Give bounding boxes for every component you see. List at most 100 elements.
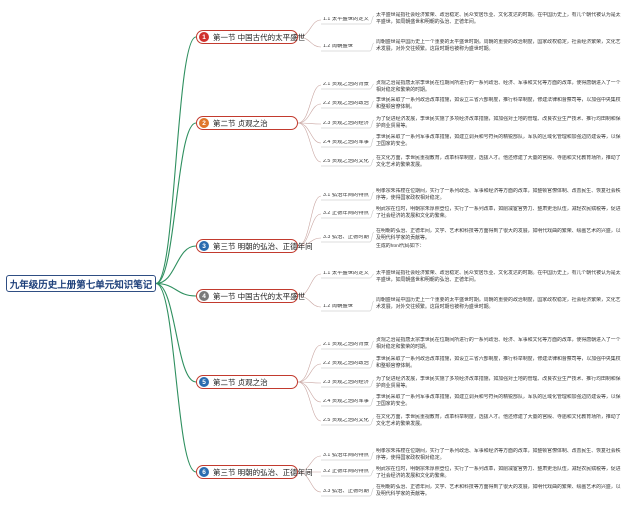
subtopic-label[interactable]: 2.1 贞观之治的背景	[323, 82, 369, 87]
subtopic-label[interactable]: 2.2 贞观之治的政治改革	[323, 361, 369, 366]
subtopic-detail-text: 贞观之治是指唐太宗李世民在位期间所进行的一系列政治、经济、军事和文化等方面的改革…	[376, 338, 621, 351]
sub-connector	[297, 195, 322, 247]
subtopic-label[interactable]: 3.3 弘治、正德时期的文化繁荣	[323, 489, 369, 494]
branch-connector	[155, 282, 197, 297]
sub-connector	[297, 455, 322, 473]
section-number-badge: 3	[199, 241, 209, 251]
detail-connector	[369, 273, 375, 279]
subtopic-detail-text: 李世民采取了一系列政治改革措施，如设立三省六部制度，推行科举制度，修建法律和督察…	[376, 357, 621, 370]
subtopic-detail-text: 太平盛世是指社会经济繁荣、政治稳定、民众安居乐业、文化发达的时期。在中国历史上，…	[376, 271, 621, 284]
branch-connector	[155, 122, 197, 285]
sub-connector	[297, 103, 322, 124]
detail-connector	[369, 451, 375, 461]
sub-connector	[297, 213, 322, 247]
detail-connector	[369, 487, 375, 497]
sub-connector	[297, 273, 322, 297]
detail-connector	[369, 158, 375, 167]
subtopic-label[interactable]: 1.2 周朝盛世	[323, 44, 354, 49]
section-title: 第三节 明朝的弘治、正德年间	[213, 241, 313, 251]
subtopic-label[interactable]: 2.2 贞观之治的政治改革	[323, 101, 369, 106]
detail-connector	[369, 100, 375, 109]
subtopic-detail-text: 为了促进经济发展，李世民实施了多项经济改革措施，如加强对土地的管理、改良农业生产…	[376, 377, 621, 390]
subtopic-label[interactable]: 2.1 贞观之治的背景	[323, 342, 369, 347]
section-number-badge: 1	[199, 32, 209, 42]
detail-connector	[369, 300, 375, 312]
branch-connector	[155, 245, 197, 285]
sub-connector	[297, 363, 322, 383]
subtopic-label[interactable]: 3.3 弘治、正德时期的文化繁荣	[323, 235, 369, 240]
sub-connector	[297, 381, 322, 422]
subtopic-detail-text: 太平盛世是指社会经济繁荣、政治稳定、民众安居乐业、文化发达的时期。在中国历史上，…	[376, 13, 621, 26]
subtopic-detail-text: 李世民采取了一系列军事改革措施，如建立调兵和号符兵的精锐部队，军队的区域化管理和…	[376, 135, 621, 148]
sub-connector	[297, 237, 322, 247]
root-node[interactable]: 九年级历史上册第七单元知识笔记	[6, 275, 156, 292]
sub-connector	[297, 36, 322, 48]
subtopic-detail-text: 明孝宗朱祐樘在位期间，实行了一系列政治、军事和经济等方面的改革，如整顿官僚体制、…	[376, 449, 621, 462]
subtopic-label[interactable]: 2.5 贞观之治的文化发展	[323, 418, 369, 423]
subtopic-detail-text: 周朝盛世是中国历史上一个重要的太平盛世时期。周朝的重要的政治制度，国家政权稳定，…	[376, 298, 621, 311]
branch-connector	[155, 282, 197, 383]
sub-connector	[297, 344, 322, 383]
subtopic-label[interactable]: 3.1 弘治年间的特点	[323, 453, 369, 458]
subtopic-detail-text: 明武宗在位时，明朝宗朱厚照登位，实行了一系列改革，如削减宦官势力、整肃吏治队伍，…	[376, 207, 621, 220]
subtopic-label[interactable]: 2.5 贞观之治的文化发展	[323, 159, 369, 164]
detail-connector	[369, 340, 375, 350]
subtopic-label[interactable]: 2.4 贞观之治的军事改革	[323, 399, 369, 404]
detail-connector	[369, 83, 375, 90]
detail-connector	[369, 397, 375, 407]
section-node-2[interactable]: 2 第二节 贞观之治	[196, 116, 298, 130]
subtopic-extra-note: 生成的html代码如下：	[376, 244, 425, 249]
subtopic-label[interactable]: 1.2 周朝盛世	[323, 304, 354, 309]
subtopic-label[interactable]: 3.2 正德年间的特点	[323, 211, 369, 216]
subtopic-detail-text: 周朝盛世是中国历史上一个重要的太平盛世时期。周朝的重要的政治制度，国家政权稳定，…	[376, 40, 621, 53]
section-node-4[interactable]: 4 第一节 中国古代的太平盛世	[196, 289, 305, 303]
section-node-5[interactable]: 5 第二节 贞观之治	[196, 375, 298, 389]
subtopic-detail-text: 在明朝的弘治、正德年间，文学、艺术和科技等方面得到了很大的发展，如明代戏曲的繁荣…	[376, 229, 621, 242]
subtopic-label[interactable]: 1.1 太平盛世的定义	[323, 17, 369, 22]
section-title: 第一节 中国古代的太平盛世	[213, 32, 306, 42]
detail-connector	[369, 42, 375, 52]
detail-connector	[369, 137, 375, 148]
detail-connector	[369, 379, 375, 388]
detail-connector	[369, 359, 375, 369]
sub-connector	[297, 19, 322, 38]
section-number-badge: 5	[199, 377, 209, 387]
section-node-3[interactable]: 3 第三节 明朝的弘治、正德年间	[196, 239, 313, 253]
sub-connector	[297, 122, 322, 163]
subtopic-label[interactable]: 2.4 贞观之治的军事改革	[323, 140, 369, 145]
subtopic-detail-text: 明武宗在位时，明朝宗朱厚照登位，实行了一系列改革，如削减宦官势力、整肃吏治队伍，…	[376, 467, 621, 480]
sub-connector	[297, 122, 322, 125]
subtopic-label[interactable]: 2.3 贞观之治的经济改革	[323, 121, 369, 126]
sub-connector	[297, 295, 322, 308]
section-title: 第二节 贞观之治	[213, 377, 268, 387]
subtopic-label[interactable]: 3.2 正德年间的特点	[323, 469, 369, 474]
section-node-6[interactable]: 6 第三节 明朝的弘治、正德年间	[196, 465, 313, 479]
section-title: 第一节 中国古代的太平盛世	[213, 291, 306, 301]
detail-connector	[369, 469, 375, 477]
section-node-1[interactable]: 1 第一节 中国古代的太平盛世	[196, 30, 305, 44]
branch-connector	[155, 282, 197, 473]
sub-connector	[297, 471, 322, 493]
subtopic-label[interactable]: 1.1 太平盛世的定义	[323, 271, 369, 276]
branch-connector	[155, 36, 197, 285]
detail-connector	[369, 119, 375, 129]
subtopic-detail-text: 李世民采取了一系列军事改革措施，如建立调兵和号符兵的精锐部队，军队的区域化管理和…	[376, 395, 621, 408]
detail-connector	[369, 231, 375, 243]
subtopic-detail-text: 在文化方面，李世民重视教育，改革科举制度，选拔人才。他还修建了大量的宫殿、寺庙和…	[376, 156, 621, 169]
section-number-badge: 6	[199, 467, 209, 477]
section-number-badge: 2	[199, 118, 209, 128]
subtopic-detail-text: 明孝宗朱祐樘在位期间，实行了一系列政治、军事和经济等方面的改革，如整顿官僚体制、…	[376, 189, 621, 202]
section-title: 第二节 贞观之治	[213, 118, 268, 128]
subtopic-detail-text: 为了促进经济发展，李世民实施了多项经济改革措施，如加强对土地的管理、改良农业生产…	[376, 117, 621, 130]
sub-connector	[297, 381, 322, 384]
root-title: 九年级历史上册第七单元知识笔记	[9, 279, 153, 291]
subtopic-detail-text: 贞观之治是指唐太宗李世民在位期间所进行的一系列政治、经济、军事和文化等方面的改革…	[376, 81, 621, 94]
subtopic-label[interactable]: 2.3 贞观之治的经济改革	[323, 380, 369, 385]
subtopic-detail-text: 在明朝的弘治、正德年间，文学、艺术和科技等方面得到了很大的发展，如明代戏曲的繁荣…	[376, 485, 621, 498]
detail-connector	[369, 15, 375, 25]
detail-connector	[369, 417, 375, 426]
section-number-badge: 4	[199, 291, 209, 301]
subtopic-label[interactable]: 3.1 弘治年间的特点	[323, 193, 369, 198]
section-title: 第三节 明朝的弘治、正德年间	[213, 467, 313, 477]
